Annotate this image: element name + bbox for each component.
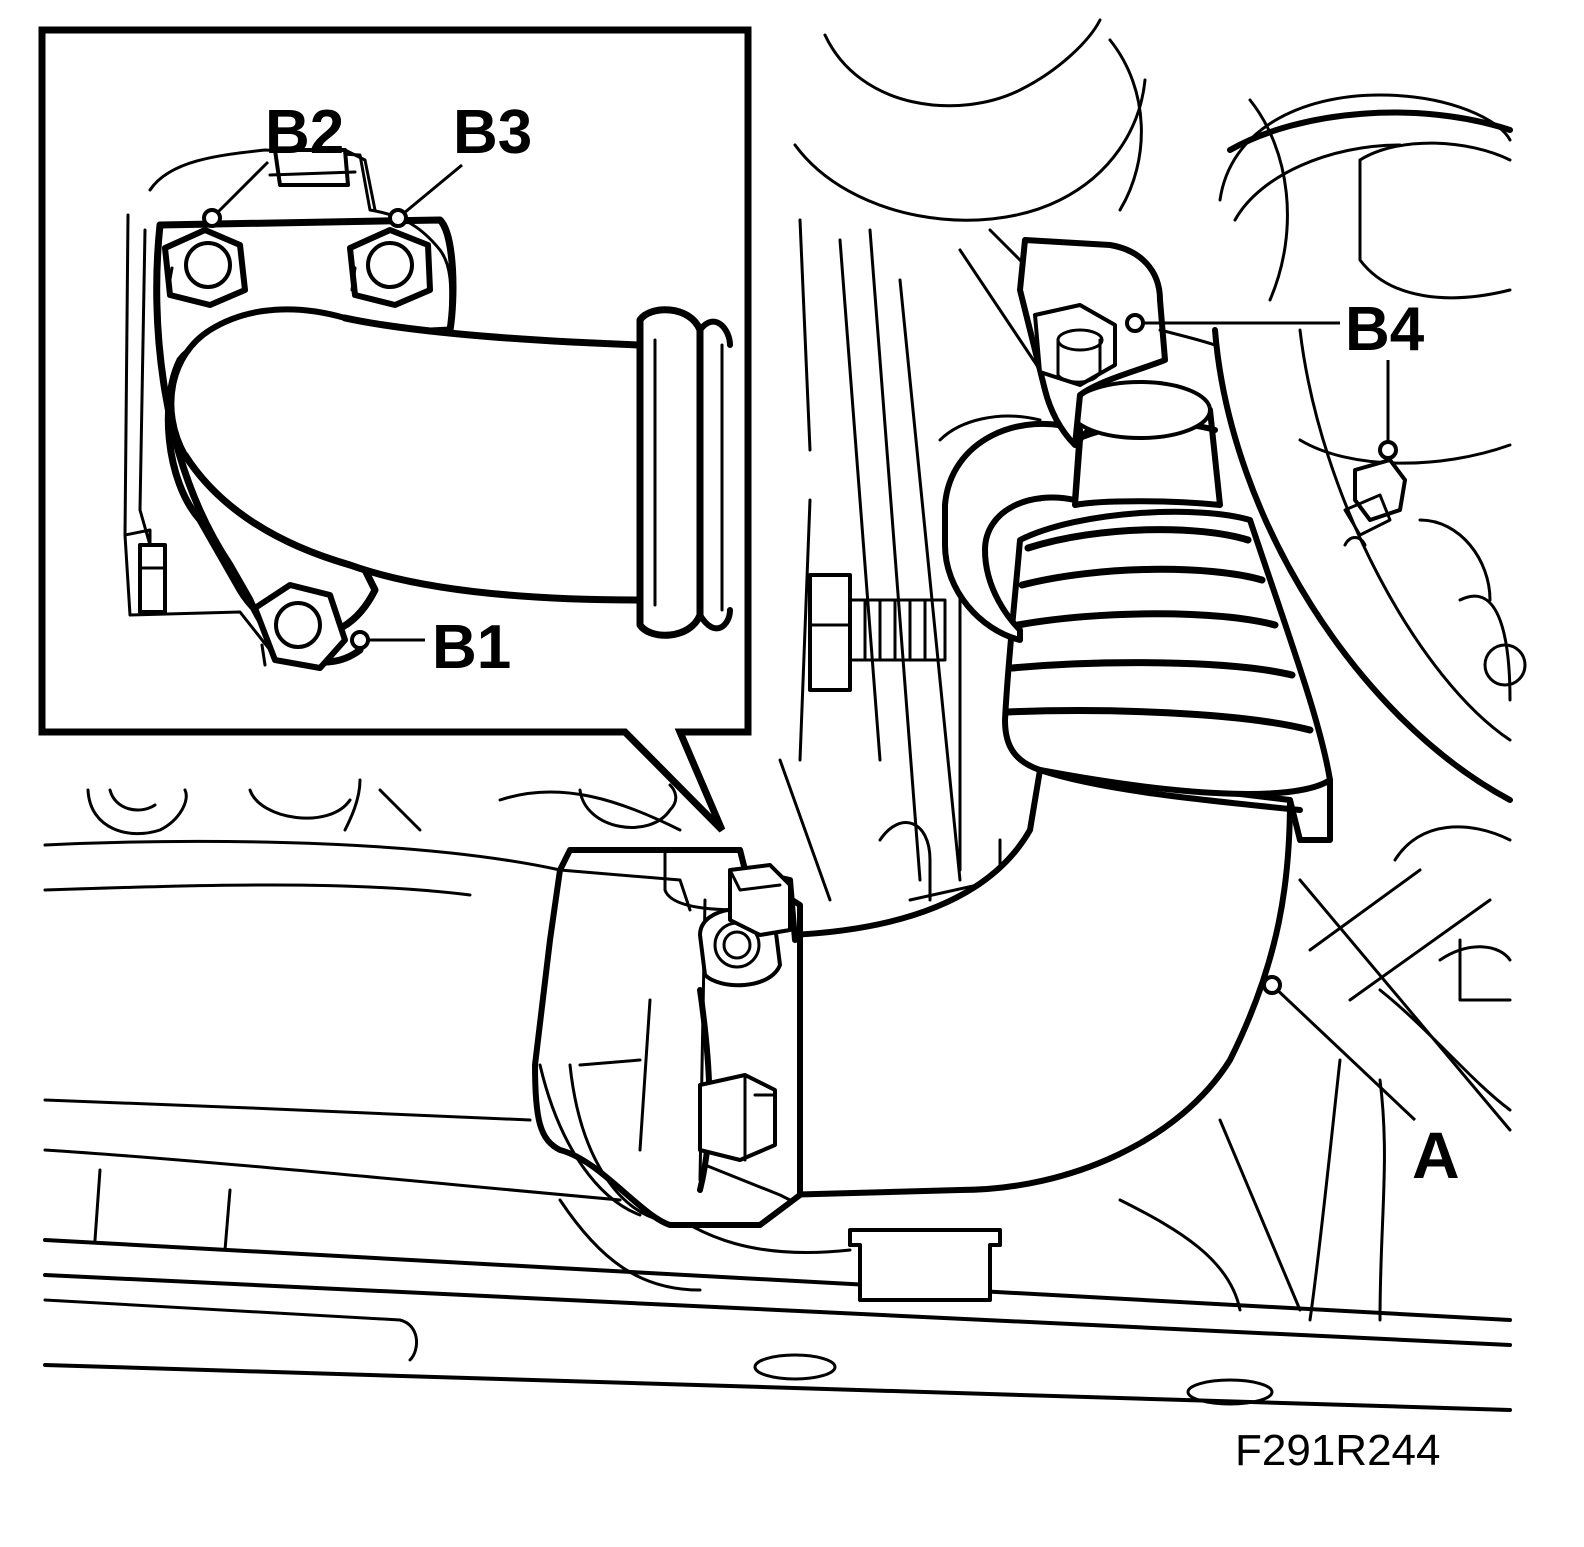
upper-bracket (1017, 237, 1217, 448)
detail-inset (38, 26, 752, 833)
callout-labels: B2 B3 B1 B4 A (265, 98, 1460, 1192)
label-a: A (1412, 1118, 1460, 1192)
small-nut (1343, 458, 1407, 547)
label-b2: B2 (265, 98, 344, 167)
label-b1: B1 (432, 613, 511, 682)
label-b3: B3 (453, 98, 532, 167)
callout-leaders (202, 160, 1417, 1122)
figure-id: F291R244 (1235, 1426, 1440, 1475)
label-b4: B4 (1345, 295, 1425, 364)
coolant-pipe-a (777, 380, 1333, 1198)
pipe-flange (532, 847, 803, 1228)
oil-pan-lines (43, 778, 1512, 1412)
